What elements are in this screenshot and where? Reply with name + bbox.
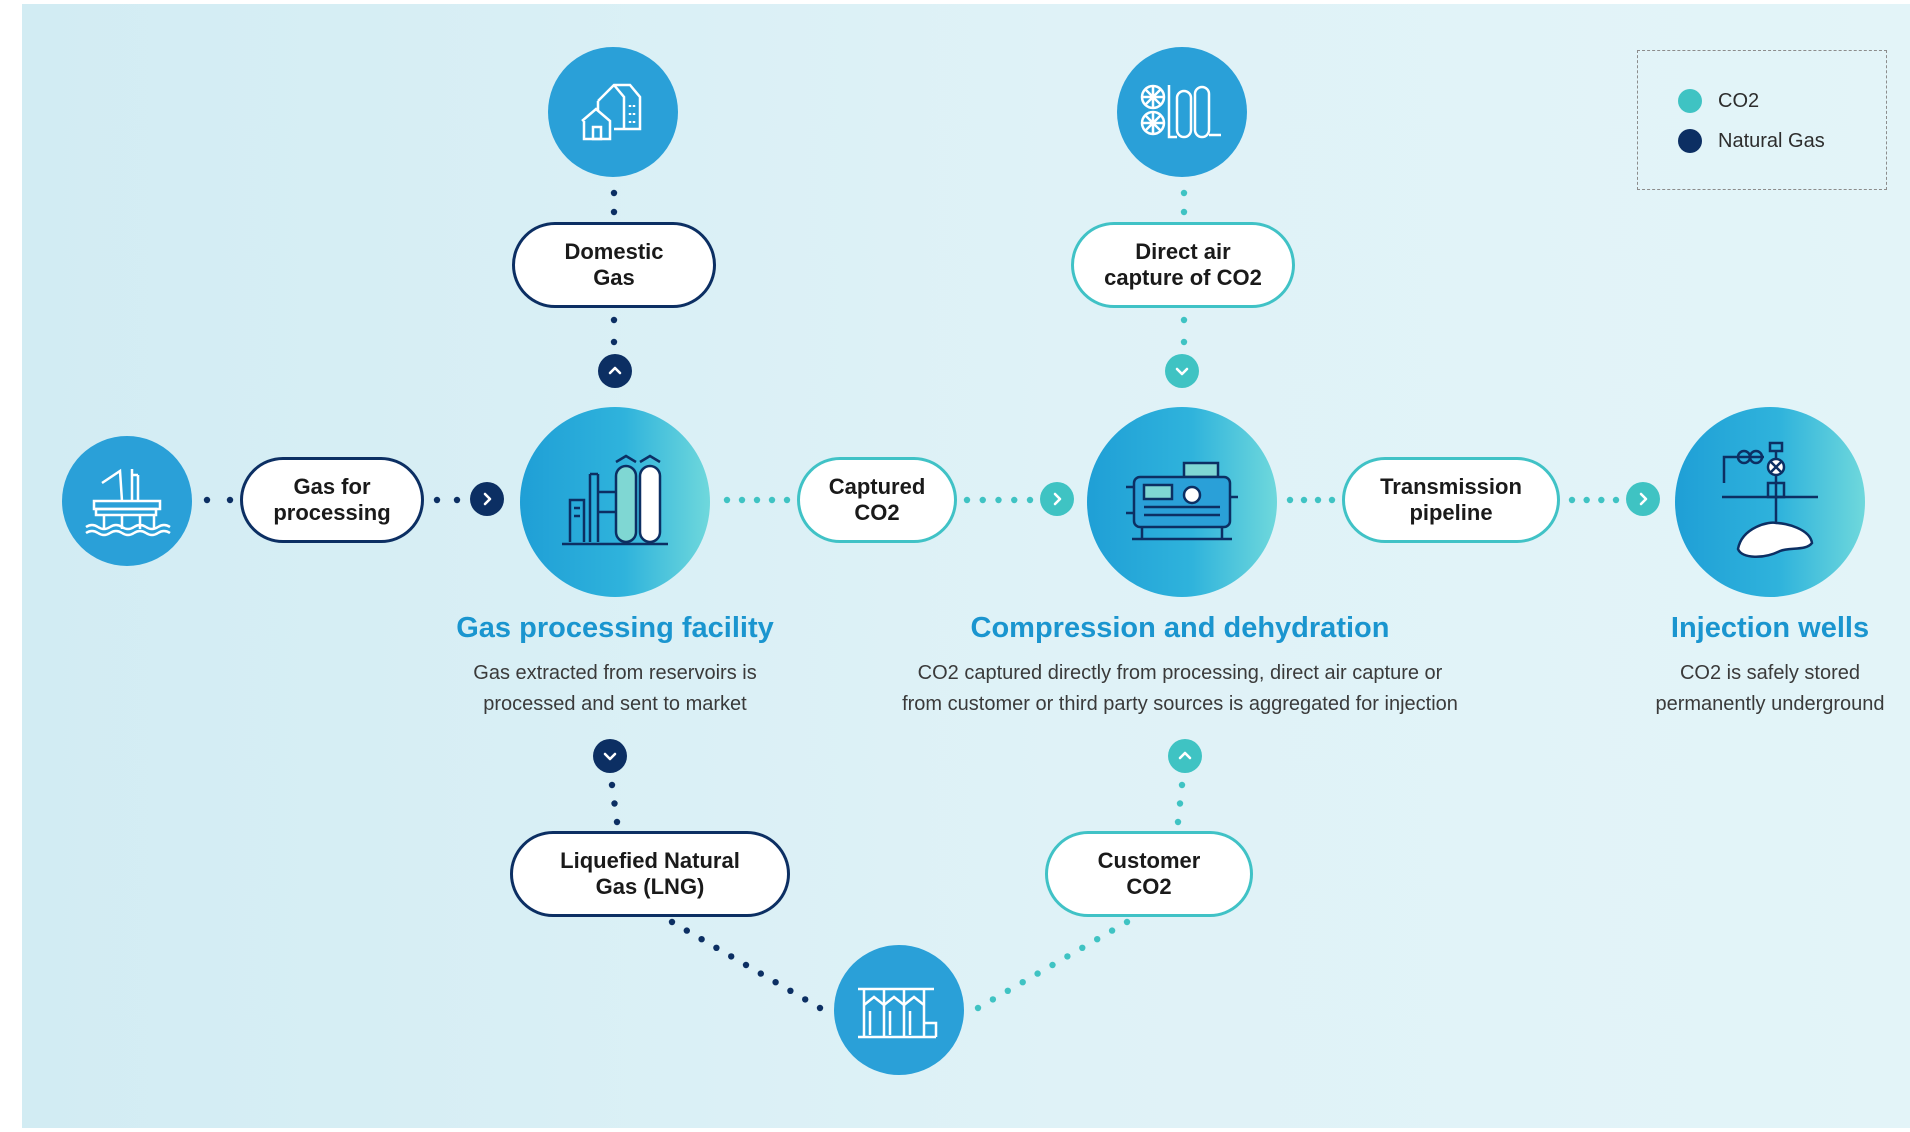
flow-arrow-right-icon bbox=[1626, 482, 1660, 516]
connector-dot-gas bbox=[610, 338, 618, 346]
connector-dot-gas bbox=[613, 818, 621, 826]
gas-for-processing-node: Gas for processing bbox=[240, 457, 424, 543]
connector-dot-co2 bbox=[1598, 496, 1605, 504]
connector-dot-gas bbox=[698, 936, 705, 943]
processing-plant-icon bbox=[520, 407, 710, 597]
connector-dot-co2 bbox=[1583, 496, 1590, 504]
connector-dot-co2 bbox=[1178, 781, 1186, 789]
connector-dot-co2 bbox=[723, 496, 731, 504]
legend-gas-label: Natural Gas bbox=[1718, 129, 1825, 152]
diagram-panel bbox=[22, 4, 1910, 1128]
lng-node: Liquefied Natural Gas (LNG) bbox=[510, 831, 790, 917]
connector-dot-gas bbox=[610, 208, 618, 216]
connector-dot-co2 bbox=[1123, 918, 1131, 926]
compression-title: Compression and dehydration bbox=[970, 612, 1390, 644]
flow-arrow-up-icon bbox=[598, 354, 632, 388]
connector-dot-co2 bbox=[1180, 338, 1188, 346]
connector-dot-co2 bbox=[1079, 944, 1086, 951]
direct-air-capture-icon bbox=[1117, 47, 1247, 177]
connector-dot-co2 bbox=[963, 496, 971, 504]
legend-co2-label: CO2 bbox=[1718, 89, 1760, 112]
domestic-gas-node: Domestic Gas bbox=[512, 222, 716, 308]
connector-dot-co2 bbox=[1180, 316, 1188, 324]
customer-co2-node: Customer CO2 bbox=[1045, 831, 1253, 917]
connector-dot-co2 bbox=[753, 496, 761, 504]
connector-dot-gas bbox=[787, 987, 794, 994]
gas-processing-title: Gas processing facility bbox=[456, 612, 774, 644]
compression-description: CO2 captured directly from processing, d… bbox=[902, 662, 1458, 715]
connector-dot-co2 bbox=[1568, 496, 1576, 504]
captured-co2-node: Captured CO2 bbox=[797, 457, 957, 543]
connector-dot-co2 bbox=[1026, 496, 1034, 504]
connector-dot-co2 bbox=[1011, 496, 1018, 504]
connector-dot-co2 bbox=[995, 496, 1002, 504]
flow-arrow-up-icon bbox=[1168, 739, 1202, 773]
connector-dot-co2 bbox=[1300, 496, 1308, 504]
connector-dot-gas bbox=[757, 970, 764, 977]
connector-dot-co2 bbox=[768, 496, 776, 504]
legend-gas-swatch bbox=[1678, 129, 1702, 153]
gas-processing-description: Gas extracted from reservoirs is process… bbox=[473, 662, 757, 715]
injection-title: Injection wells bbox=[1670, 612, 1870, 644]
connector-dot-co2 bbox=[1180, 189, 1188, 197]
legend-co2-swatch bbox=[1678, 89, 1702, 113]
connector-dot-gas bbox=[742, 961, 750, 969]
connector-dot-co2 bbox=[1108, 927, 1116, 934]
connector-dot-gas bbox=[802, 996, 809, 1003]
flow-arrow-down-icon bbox=[1165, 354, 1199, 388]
connector-dot-co2 bbox=[1180, 208, 1188, 216]
connector-dot-co2 bbox=[738, 496, 746, 504]
connector-dot-co2 bbox=[1034, 970, 1041, 977]
direct-air-capture-node: Direct air capture of CO2 bbox=[1071, 222, 1295, 308]
connector-dot-gas bbox=[772, 979, 779, 986]
connector-dot-co2 bbox=[1004, 987, 1011, 994]
connector-dot-co2 bbox=[1328, 496, 1336, 504]
injection-well-icon bbox=[1675, 407, 1865, 597]
connector-dot-gas bbox=[668, 918, 676, 926]
connector-dot-gas bbox=[453, 496, 461, 504]
connector-dot-co2 bbox=[1064, 953, 1071, 960]
connector-dot-gas bbox=[728, 953, 735, 960]
legend: CO2 Natural Gas bbox=[1637, 50, 1887, 190]
houses-icon bbox=[548, 47, 678, 177]
flow-arrow-down-icon bbox=[593, 739, 627, 773]
connector-dot-co2 bbox=[783, 496, 791, 504]
connector-dot-co2 bbox=[974, 1004, 982, 1012]
connector-dot-co2 bbox=[1049, 961, 1056, 969]
connector-dot-co2 bbox=[1612, 496, 1620, 504]
connector-dot-gas bbox=[226, 496, 234, 504]
connector-dot-co2 bbox=[1176, 800, 1184, 807]
connector-dot-co2 bbox=[979, 496, 986, 504]
connector-dot-gas bbox=[713, 944, 720, 951]
flow-arrow-right-icon bbox=[470, 482, 504, 516]
connector-dot-co2 bbox=[1314, 496, 1322, 504]
connector-dot-co2 bbox=[1094, 936, 1101, 943]
compressor-icon bbox=[1087, 407, 1277, 597]
connector-dot-gas bbox=[610, 316, 618, 324]
offshore-platform-icon bbox=[62, 436, 192, 566]
legend-item-gas: Natural Gas bbox=[1678, 129, 1825, 153]
storage-tanks-icon bbox=[834, 945, 964, 1075]
connector-dot-gas bbox=[610, 189, 618, 197]
transmission-pipeline-node: Transmission pipeline bbox=[1342, 457, 1560, 543]
connector-dot-gas bbox=[433, 496, 441, 504]
connector-dot-gas bbox=[611, 800, 618, 807]
connector-dot-gas bbox=[608, 781, 616, 789]
connector-dot-co2 bbox=[1019, 979, 1026, 986]
flow-arrow-right-icon bbox=[1040, 482, 1074, 516]
legend-item-co2: CO2 bbox=[1678, 89, 1759, 113]
connector-dot-gas bbox=[683, 927, 690, 934]
connector-dot-co2 bbox=[989, 996, 997, 1003]
connector-dot-co2 bbox=[1174, 818, 1182, 826]
connector-dot-gas bbox=[816, 1004, 824, 1012]
connector-dot-gas bbox=[203, 496, 211, 504]
injection-description: CO2 is safely stored permanently undergr… bbox=[1655, 662, 1885, 715]
connector-dot-co2 bbox=[1286, 496, 1294, 504]
